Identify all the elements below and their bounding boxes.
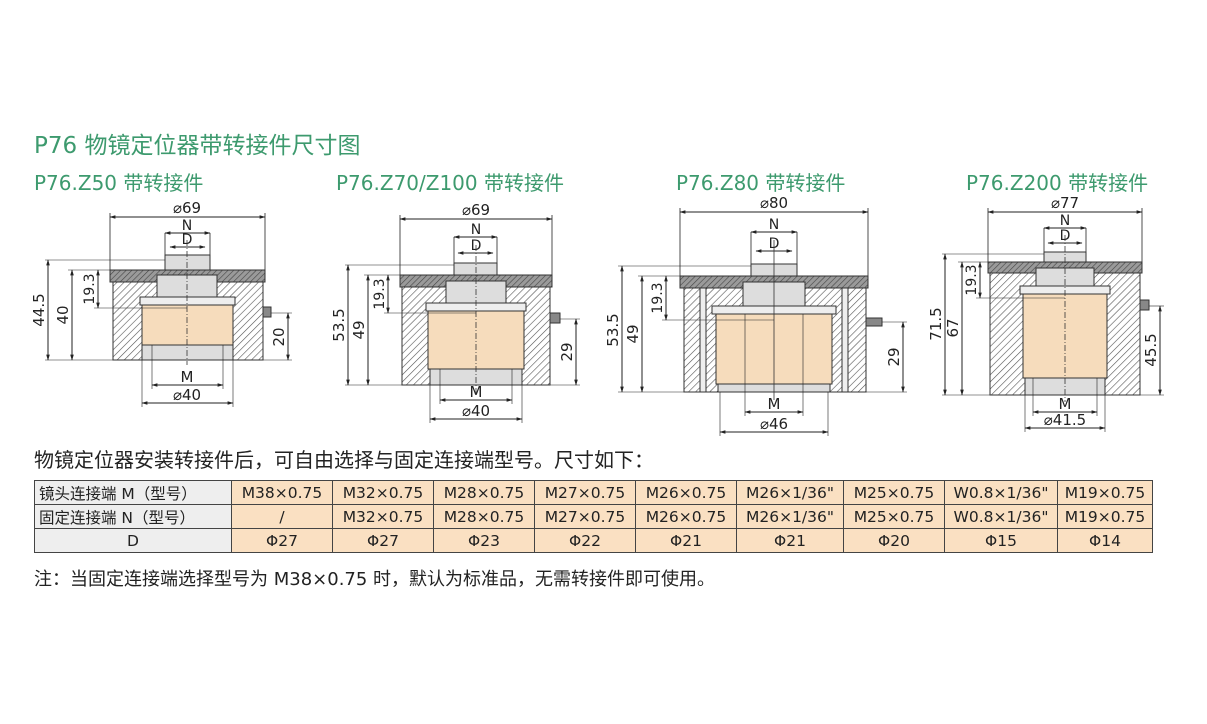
dim-n: N [1060, 213, 1070, 229]
dim-body-height: 67 [944, 318, 962, 337]
table-cell: M19×0.75 [1057, 504, 1153, 529]
dim-body-height: 40 [54, 305, 72, 324]
table-cell: Φ23 [433, 528, 535, 553]
dim-top-height: 19.3 [372, 278, 388, 309]
diagram-label-z50: P76.Z50 带转接件 [34, 171, 204, 195]
table-cell: M28×0.75 [433, 480, 535, 505]
table-row-n: 固定连接端 N（型号） / M32×0.75 M28×0.75 M27×0.75… [34, 504, 1153, 529]
dim-n: N [769, 217, 779, 233]
dim-n: N [471, 222, 481, 238]
table-cell: Φ22 [534, 528, 636, 553]
footnote: 注：当固定连接端选择型号为 M38×0.75 时，默认为标准品，无需转接件即可使… [34, 569, 716, 590]
dim-top-height: 19.3 [82, 273, 98, 304]
page-title: P76 物镜定位器带转接件尺寸图 [34, 133, 361, 159]
diagram-label-z200: P76.Z200 带转接件 [966, 171, 1149, 195]
table-cell: M26×1/36" [736, 480, 844, 505]
table-cell: Φ27 [332, 528, 434, 553]
table-cell: Φ27 [231, 528, 333, 553]
intro-text: 物镜定位器安装转接件后，可自由选择与固定连接端型号。尺寸如下： [34, 448, 654, 472]
dim-outer-diameter: ⌀69 [173, 199, 201, 217]
row-header: 镜头连接端 M（型号） [34, 480, 232, 505]
dim-total-height: 53.5 [330, 308, 348, 341]
table-cell: M19×0.75 [1057, 480, 1153, 505]
table-cell: M25×0.75 [843, 504, 945, 529]
diagram-label-z80: P76.Z80 带转接件 [676, 171, 846, 195]
dim-side-height: 20 [270, 327, 288, 346]
table-cell: W0.8×1/36" [944, 480, 1058, 505]
table-cell: M28×0.75 [433, 504, 535, 529]
table-row-m: 镜头连接端 M（型号） M38×0.75 M32×0.75 M28×0.75 M… [34, 480, 1153, 505]
dim-total-height: 44.5 [30, 293, 48, 326]
table-cell: Φ14 [1057, 528, 1153, 553]
table-cell: M25×0.75 [843, 480, 945, 505]
table-cell: Φ21 [736, 528, 844, 553]
dim-bottom-diameter: ⌀40 [173, 386, 201, 404]
dim-m: M [1059, 395, 1072, 413]
table-row-d: D Φ27 Φ27 Φ23 Φ22 Φ21 Φ21 Φ20 Φ15 Φ14 [34, 528, 1153, 553]
table-cell: M32×0.75 [332, 480, 434, 505]
table-cell: M26×0.75 [635, 480, 737, 505]
dim-bottom-diameter: ⌀46 [760, 415, 788, 433]
dim-side-height: 29 [885, 347, 903, 366]
table-cell: M26×0.75 [635, 504, 737, 529]
dim-body-height: 49 [624, 324, 642, 343]
dim-bottom-diameter: ⌀41.5 [1044, 411, 1086, 429]
dim-side-height: 29 [558, 342, 576, 361]
spec-table: 镜头连接端 M（型号） M38×0.75 M32×0.75 M28×0.75 M… [34, 480, 1153, 553]
diagram-z50: ⌀69 N D 44.5 40 19.3 20 M ⌀40 [30, 199, 292, 407]
table-cell: M27×0.75 [534, 504, 636, 529]
table-cell: M32×0.75 [332, 504, 434, 529]
dim-top-height: 19.3 [650, 282, 666, 313]
dim-top-height: 19.3 [964, 264, 980, 295]
dim-m: M [470, 383, 483, 401]
table-cell: M27×0.75 [534, 480, 636, 505]
dim-outer-diameter: ⌀80 [760, 194, 788, 212]
dim-outer-diameter: ⌀69 [462, 201, 490, 219]
dim-m: M [768, 395, 781, 413]
table-cell: W0.8×1/36" [944, 504, 1058, 529]
row-header: 固定连接端 N（型号） [34, 504, 232, 529]
table-cell: M26×1/36" [736, 504, 844, 529]
table-cell: Φ20 [843, 528, 945, 553]
diagram-z80: ⌀80 N D 53.5 49 19.3 29 M ⌀46 [604, 194, 907, 436]
table-cell: Φ15 [944, 528, 1058, 553]
diagram-z200: ⌀77 N D 71.5 67 19.3 45.5 M ⌀41.5 [927, 194, 1164, 432]
table-cell: Φ21 [635, 528, 737, 553]
dim-outer-diameter: ⌀77 [1051, 194, 1079, 212]
dim-total-height: 71.5 [927, 307, 945, 340]
diagram-label-z70: P76.Z70/Z100 带转接件 [336, 171, 564, 195]
dim-side-height: 45.5 [1142, 333, 1160, 366]
table-cell: M38×0.75 [231, 480, 333, 505]
diagram-z70: ⌀69 N D 53.5 49 19.3 29 M ⌀40 [330, 201, 580, 423]
dim-body-height: 49 [350, 320, 368, 339]
table-cell: / [231, 504, 333, 529]
dim-n: N [182, 218, 192, 234]
row-header: D [34, 528, 232, 553]
dim-total-height: 53.5 [604, 313, 622, 346]
dim-bottom-diameter: ⌀40 [462, 402, 490, 420]
dim-m: M [181, 368, 194, 386]
